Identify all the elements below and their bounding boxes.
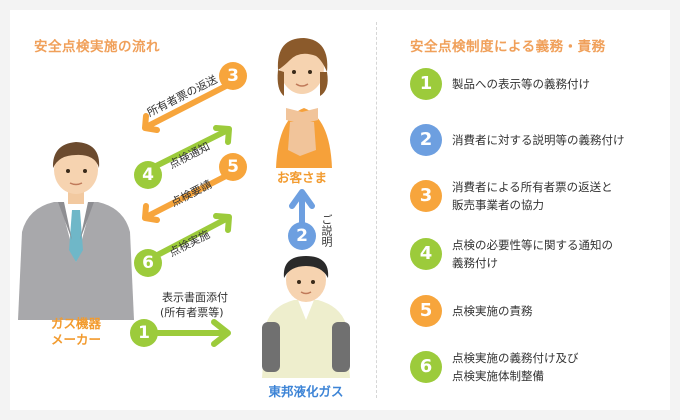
step-1-label: 表示書面添付 bbox=[162, 289, 228, 305]
duty-1-badge: 1 bbox=[410, 68, 442, 100]
duty-5-badge: 5 bbox=[410, 295, 442, 327]
duty-4-text: 点検の必要性等に関する通知の 義務付け bbox=[452, 236, 613, 272]
worker-figure bbox=[262, 256, 350, 378]
step-4-badge: 4 bbox=[134, 161, 162, 189]
customer-figure bbox=[276, 38, 332, 168]
duty-4-badge: 4 bbox=[410, 238, 442, 270]
gas-company-label: 東邦液化ガス bbox=[250, 384, 362, 400]
step-2-label: ご説明 bbox=[318, 214, 334, 247]
maker-figure bbox=[18, 142, 134, 320]
duty-1-text: 製品への表示等の義務付け bbox=[452, 75, 590, 93]
step-1-badge: 1 bbox=[130, 319, 158, 347]
step-1-sublabel: (所有者票等) bbox=[160, 304, 224, 320]
duty-3-badge: 3 bbox=[410, 180, 442, 212]
customer-label: お客さま bbox=[262, 170, 342, 186]
duty-6-badge: 6 bbox=[410, 351, 442, 383]
duty-2-badge: 2 bbox=[410, 124, 442, 156]
step-2-badge: 2 bbox=[288, 222, 316, 250]
step-5-badge: 5 bbox=[219, 153, 247, 181]
step-3-badge: 3 bbox=[219, 62, 247, 90]
duty-2-text: 消費者に対する説明等の義務付け bbox=[452, 131, 625, 149]
duty-6-text: 点検実施の義務付け及び 点検実施体制整備 bbox=[452, 349, 579, 385]
duty-5-text: 点検実施の責務 bbox=[452, 302, 533, 320]
step-6-badge: 6 bbox=[134, 249, 162, 277]
duty-3-text: 消費者による所有者票の返送と 販売事業者の協力 bbox=[452, 178, 613, 214]
maker-label: ガス機器 メーカー bbox=[30, 316, 122, 348]
